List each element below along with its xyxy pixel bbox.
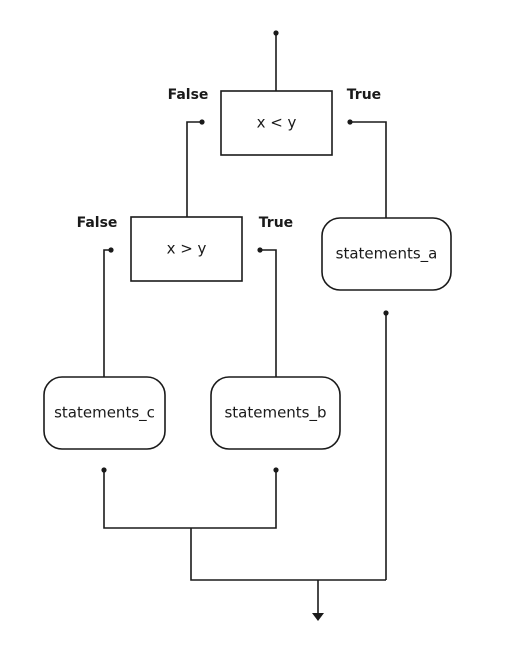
- outer-false-dot: [199, 119, 205, 125]
- outer-true-connector: [350, 121, 387, 218]
- statements-b-exit-dot: [273, 467, 279, 473]
- statements-c-box: [43, 376, 166, 450]
- inner-condition-text: x > y: [167, 240, 207, 258]
- inner-merge-connector: [103, 470, 277, 529]
- inner-decision-box: [130, 216, 243, 282]
- inner-false-label: False: [77, 215, 118, 231]
- inner-true-connector: [260, 249, 277, 377]
- statements-a-node: statements_a: [321, 217, 452, 291]
- exit-arrow-icon: [312, 613, 324, 621]
- inner-false-dot: [108, 247, 114, 253]
- statements-b-text: statements_b: [224, 404, 326, 423]
- outer-condition-text: x < y: [257, 114, 297, 132]
- outer-decision-box: [220, 90, 333, 156]
- final-merge-connector: [190, 528, 386, 581]
- statements-b-node: statements_b: [210, 376, 341, 450]
- inner-decision: x > y: [130, 216, 243, 282]
- entry-dot: [273, 30, 279, 36]
- outer-false-label: False: [168, 87, 209, 103]
- statements-a-box: [321, 217, 452, 291]
- outer-decision: x < y: [220, 90, 333, 156]
- statements-a-text: statements_a: [336, 245, 438, 264]
- outer-true-dot: [347, 119, 353, 125]
- statements-c-text: statements_c: [54, 404, 155, 423]
- outer-false-connector: [186, 121, 202, 217]
- outer-true-label: True: [347, 87, 381, 103]
- inner-false-connector: [103, 249, 111, 377]
- statements-c-exit-dot: [101, 467, 107, 473]
- statements-c-node: statements_c: [43, 376, 166, 450]
- statements-a-exit-dot: [383, 310, 389, 316]
- statements-b-box: [210, 376, 341, 450]
- inner-true-dot: [257, 247, 263, 253]
- inner-true-label: True: [259, 215, 293, 231]
